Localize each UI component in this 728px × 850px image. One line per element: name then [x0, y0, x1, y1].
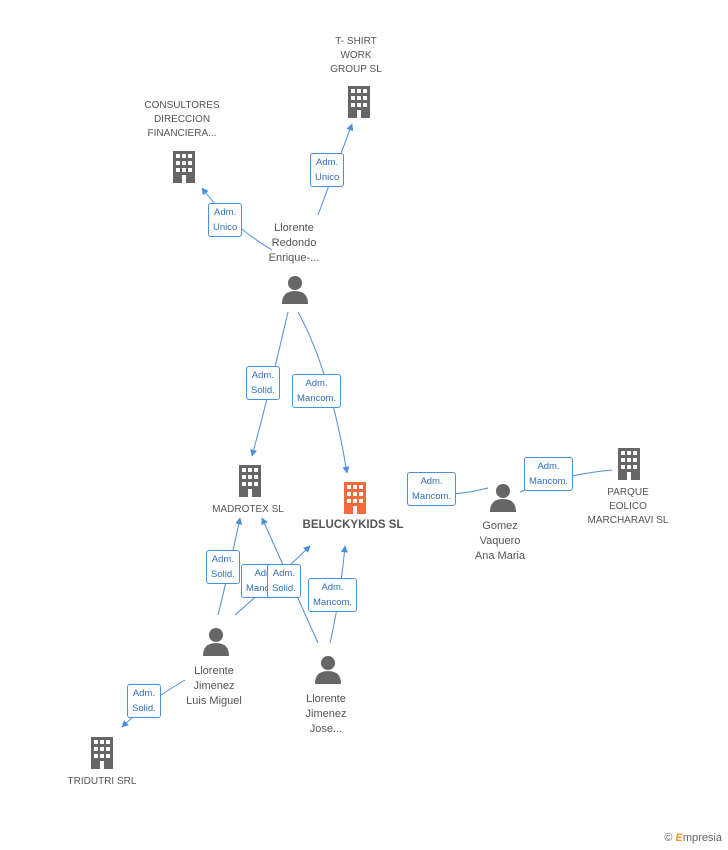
label-line: Adm. [305, 378, 328, 389]
empresia-watermark[interactable]: © Empresia [664, 832, 722, 844]
label-line: Adm. [251, 370, 274, 381]
company-tridutri-label[interactable]: TRIDUTRI SRL [54, 775, 150, 789]
label-line: Vaquero [479, 535, 521, 547]
label-line: Mancom. [529, 476, 569, 487]
label-line: Adm. [420, 476, 443, 487]
brand-initial: E [675, 832, 683, 844]
label-line: FINANCIERA... [147, 128, 217, 139]
edge-label: Adm. Solid. [127, 684, 161, 718]
label-line: BELUCKYKIDS SL [302, 519, 404, 531]
label-line: GROUP SL [330, 64, 382, 75]
label-line: Mancom. [412, 491, 452, 502]
label-line: MARCHARAVI SL [587, 515, 669, 526]
label-line: Unico [315, 172, 340, 183]
label-line: Solid. [251, 385, 275, 396]
label-line: Adm. [132, 688, 155, 699]
person-jose-label[interactable]: Llorente Jimenez Jose... [284, 692, 368, 737]
label-line: Mancom. [313, 597, 353, 608]
person-icon[interactable] [490, 484, 516, 512]
label-line: MADROTEX SL [212, 504, 284, 515]
company-parque-label[interactable]: PARQUE EOLICO MARCHARAVI SL [576, 486, 680, 528]
label-line: Solid. [211, 569, 235, 580]
company-consultores-label[interactable]: CONSULTORES DIRECCION FINANCIERA... [130, 99, 234, 141]
building-icon[interactable] [618, 448, 640, 480]
building-icon[interactable] [91, 737, 113, 769]
building-icon[interactable] [348, 86, 370, 118]
edge-label: Adm. Unico [208, 203, 243, 237]
edge-label: Adm. Mancom. [292, 374, 342, 408]
label-line: Gomez [482, 520, 518, 532]
building-icon[interactable] [173, 151, 195, 183]
company-madrotex-label[interactable]: MADROTEX SL [200, 503, 296, 517]
label-line: Solid. [272, 583, 296, 594]
edge-label: Adm. Solid. [246, 366, 280, 400]
label-line: Jose... [309, 723, 343, 735]
edge-label: Adm. Solid. [267, 564, 301, 598]
label-line: Enrique-... [268, 252, 320, 264]
label-line: WORK [340, 50, 372, 61]
brand-name: mpresia [682, 832, 722, 844]
label-line: Adm. [211, 554, 234, 565]
label-line: PARQUE [607, 487, 649, 498]
edge-label: Adm. Unico [310, 153, 345, 187]
label-line: T- SHIRT [335, 36, 377, 47]
edge-label: Adm. Mancom. [524, 457, 574, 491]
label-line: Llorente [306, 693, 346, 705]
person-luis-label[interactable]: Llorente Jimenez Luis Miguel [172, 664, 256, 709]
label-line: TRIDUTRI SRL [67, 776, 137, 787]
label-line: Adm. [254, 568, 277, 579]
building-icon[interactable] [344, 482, 366, 514]
label-line: Adm. [321, 582, 344, 593]
label-line: Jimenez [193, 680, 235, 692]
person-icon[interactable] [203, 628, 229, 656]
label-line: Llorente [194, 665, 234, 677]
edge-label: Adm. Mancom. [308, 578, 358, 612]
label-line: CONSULTORES [144, 100, 220, 111]
person-enrique-label[interactable]: Llorente Redondo Enrique-... [252, 221, 336, 266]
edge-label: Adm. Solid. [206, 550, 240, 584]
person-icon[interactable] [282, 276, 308, 304]
building-icon[interactable] [239, 465, 261, 497]
label-line: Luis Miguel [186, 695, 242, 707]
label-line: Unico [213, 222, 238, 233]
company-beluckykids-label[interactable]: BELUCKYKIDS SL [290, 518, 416, 533]
person-gomez-label[interactable]: Gomez Vaquero Ana Maria [458, 519, 542, 564]
label-line: Solid. [132, 703, 156, 714]
label-line: Mancom. [246, 583, 286, 594]
label-line: Adm. [316, 157, 339, 168]
person-icon[interactable] [315, 656, 341, 684]
label-line: Mancom. [297, 393, 337, 404]
label-line: Adm. [214, 207, 237, 218]
label-line: Redondo [271, 237, 317, 249]
label-line: DIRECCION [153, 114, 211, 125]
edge-label: Adm. Mancom. [407, 472, 457, 506]
label-line: Adm. [272, 568, 295, 579]
label-line: EOLICO [609, 501, 647, 512]
copyright-icon: © [664, 832, 673, 844]
label-line: Llorente [274, 222, 314, 234]
label-line: Ana Maria [474, 550, 526, 562]
company-tshirt-label[interactable]: T- SHIRT WORK GROUP SL [316, 35, 396, 77]
label-line: Jimenez [305, 708, 347, 720]
label-line: Adm. [537, 461, 560, 472]
